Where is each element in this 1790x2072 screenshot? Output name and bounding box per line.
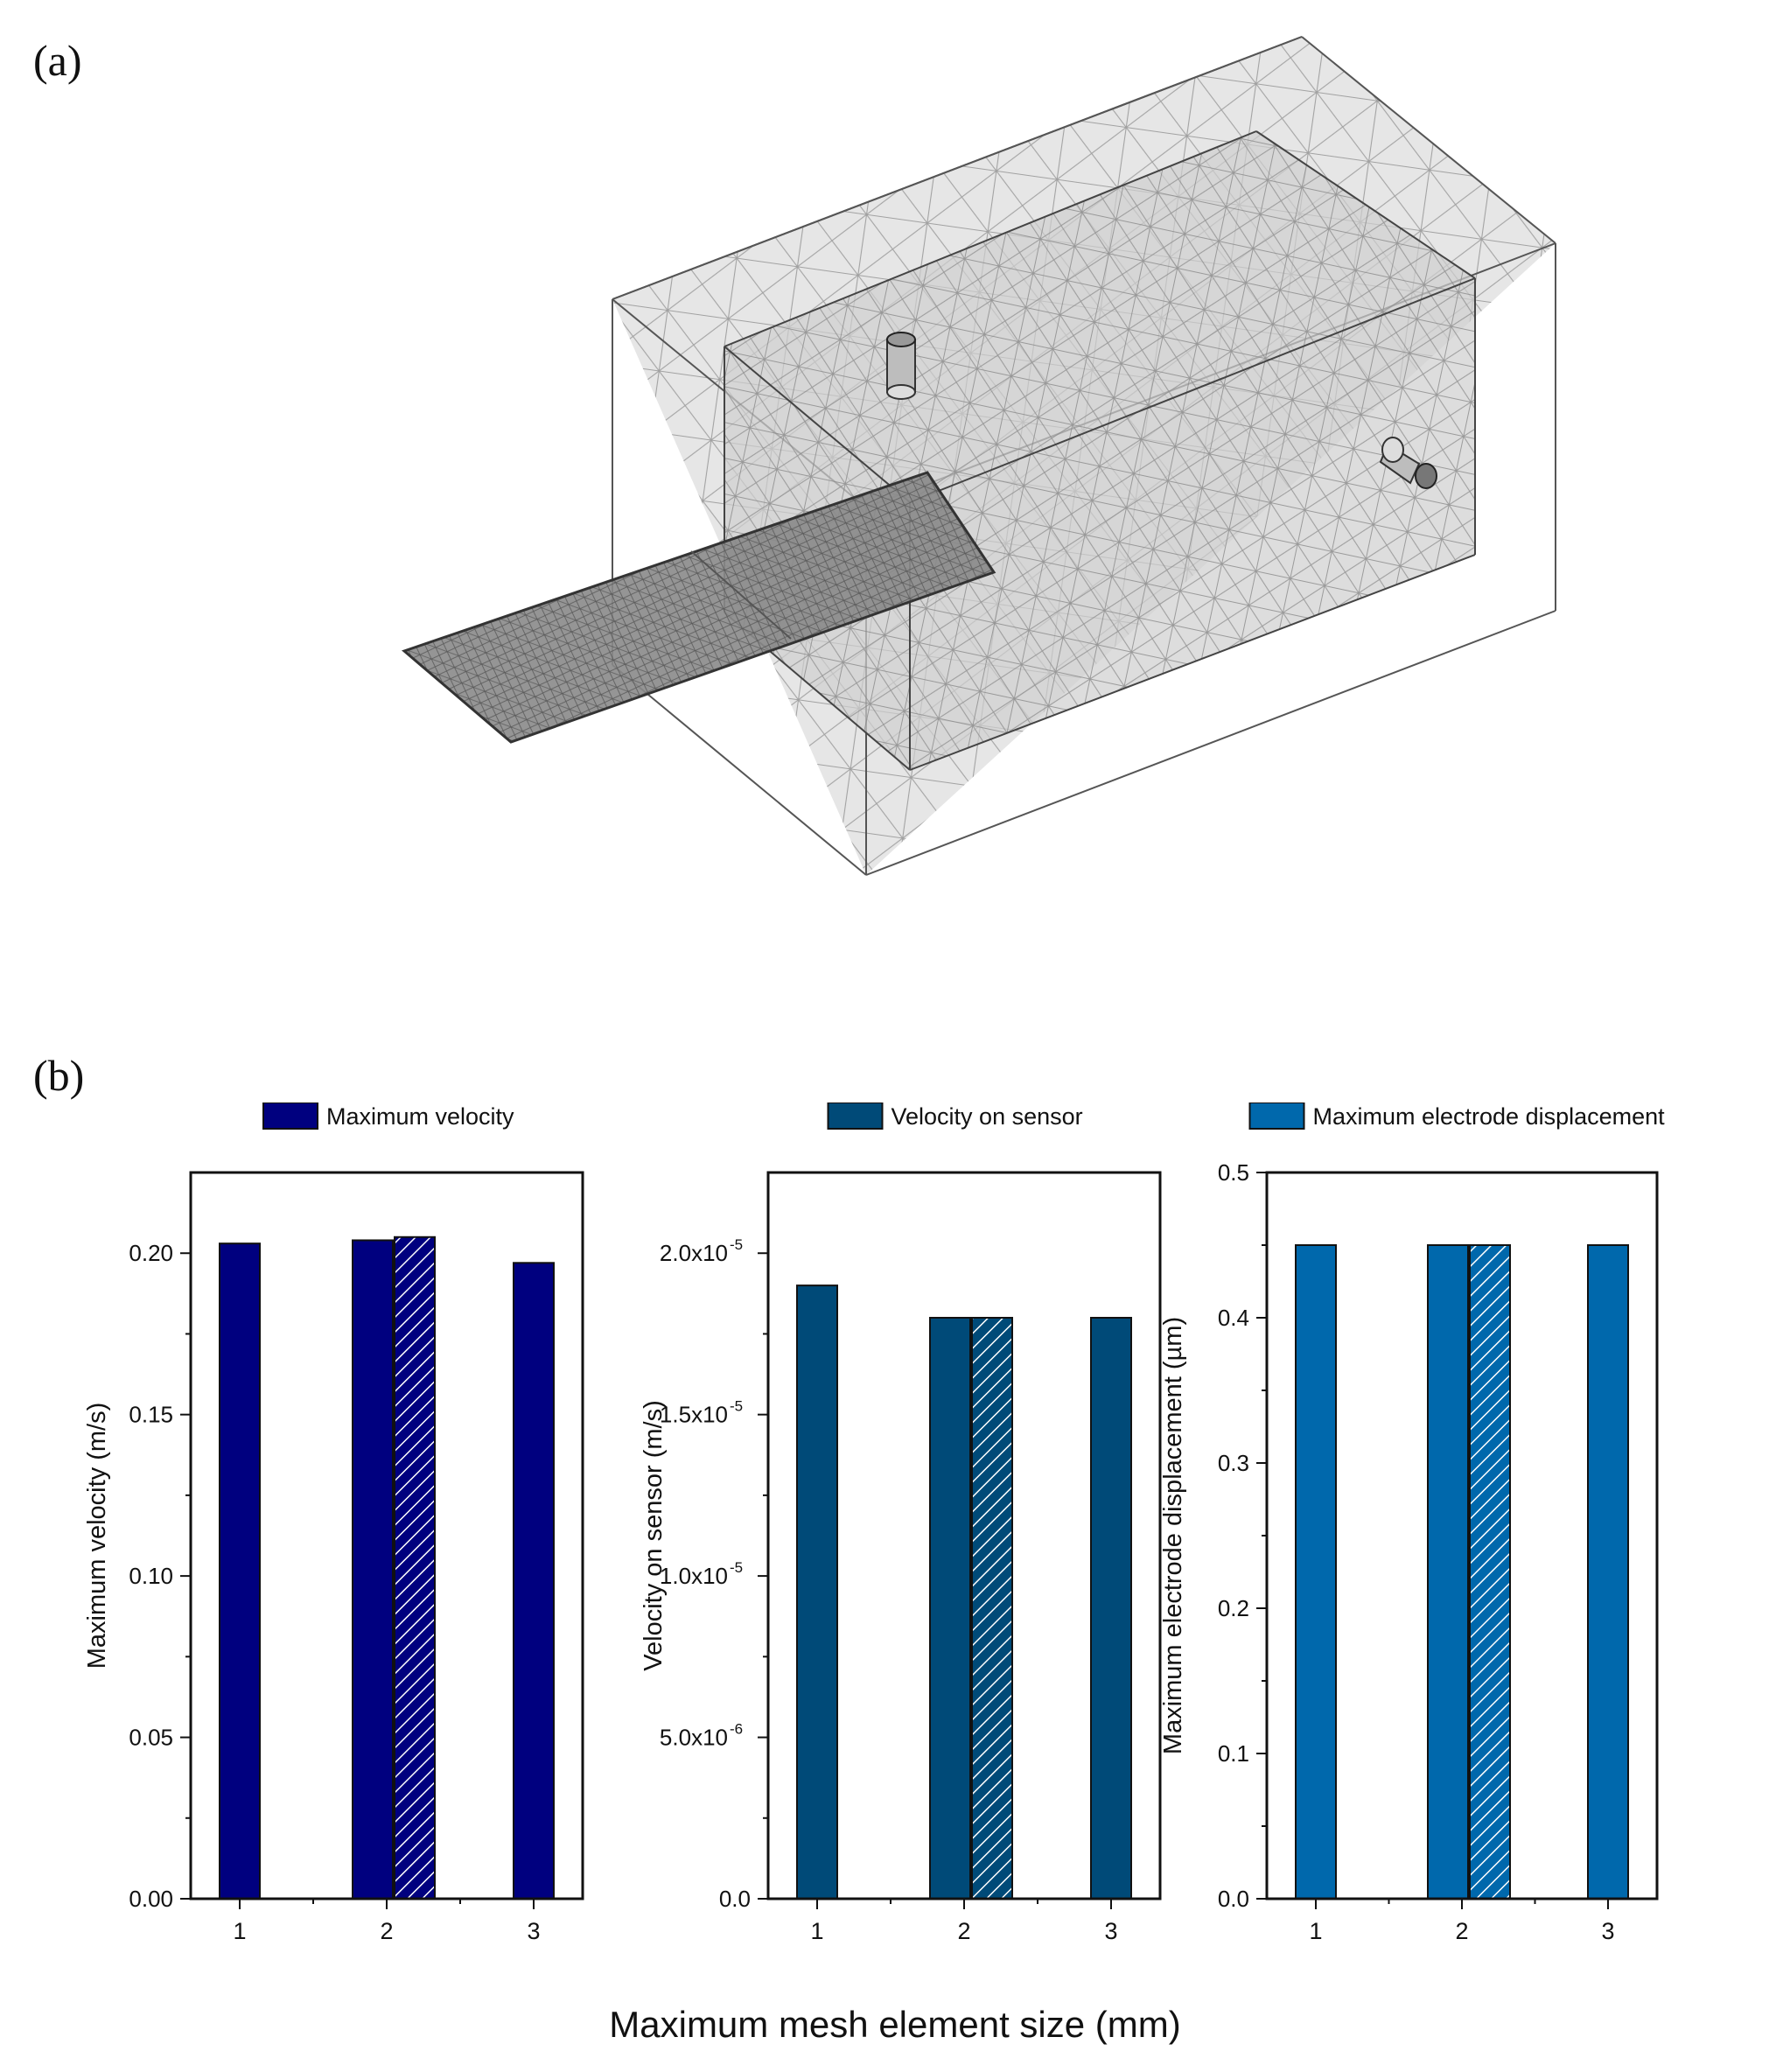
legend-swatch [1248,1102,1305,1130]
y-tick-label: 0.4 [1218,1305,1249,1331]
legend: Maximum velocity [262,1102,514,1130]
y-tick-label: 0.1 [1218,1740,1249,1767]
legend: Velocity on sensor [827,1102,1083,1130]
bar [929,1317,971,1900]
y-tick-label: 0.3 [1218,1450,1249,1476]
legend-label: Velocity on sensor [892,1103,1083,1130]
x-tick-label: 1 [810,1918,823,1944]
x-tick-label: 2 [1455,1918,1468,1944]
bar [219,1242,261,1900]
bar [1587,1244,1629,1900]
bar [1427,1244,1469,1900]
y-tick-label: 0.10 [129,1563,173,1589]
y-tick-label: 0.05 [129,1725,173,1751]
legend: Maximum electrode displacement [1248,1102,1666,1130]
x-tick-label: 2 [380,1918,393,1944]
legend-label: Maximum electrode displacement [1313,1103,1666,1130]
bar [352,1239,394,1900]
bar [1090,1317,1132,1900]
y-tick-label: 0.5 [1218,1159,1249,1186]
y-tick-label: 0.15 [129,1402,173,1428]
y-tick-label: 0.00 [129,1886,173,1912]
bar [1295,1244,1337,1900]
bar-hatched [394,1236,436,1900]
y-tick-label: 2.0x10 [660,1240,728,1266]
chart-1: Maximum velocity 0.00 0.05 0.10 0.15 0.20 1 2 3 M… [83,1102,584,1944]
bar [796,1284,838,1900]
y-tick-exponent: -5 [730,1398,743,1415]
x-tick-label: 3 [1601,1918,1614,1944]
y-axis-label: Maximum electrode displacement (µm) [1159,1317,1187,1754]
bar-hatched [971,1317,1013,1900]
legend-swatch [262,1102,318,1130]
y-tick-label: 0.0 [1218,1886,1249,1912]
electrode-sheet [402,471,996,744]
bar [513,1262,555,1900]
y-axis-label: Maximum velocity (m/s) [83,1403,111,1670]
legend-label: Maximum velocity [326,1103,514,1130]
y-axis-label: Velocity on sensor (m/s) [640,1400,668,1670]
mesh-illustration [402,36,1556,876]
y-tick-label: 1.0x10 [660,1563,728,1589]
y-tick-label: 5.0x10 [660,1725,728,1751]
x-tick-label: 3 [1104,1918,1117,1944]
x-tick-label: 1 [233,1918,246,1944]
x-tick-label: 2 [957,1918,970,1944]
shared-x-axis-label: Maximum mesh element size (mm) [609,2004,1181,2045]
inlet-cylinder [886,332,916,400]
y-tick-label: 0.0 [719,1886,751,1912]
chart-3: Maximum electrode displacement 0.0 0.1 0.2 0… [1159,1102,1665,1944]
x-tick-label: 1 [1309,1918,1322,1944]
y-tick-exponent: -5 [730,1236,743,1253]
panel-label-a: (a) [33,36,82,85]
y-tick-label: 1.5x10 [660,1402,728,1428]
x-tick-label: 3 [527,1918,540,1944]
y-tick-exponent: -5 [730,1559,743,1576]
bar-hatched [1469,1244,1511,1900]
y-tick-exponent: -6 [730,1721,743,1738]
y-tick-label: 0.20 [129,1240,173,1266]
outlet-cylinder [1379,437,1437,489]
panel-label-b: (b) [33,1051,85,1100]
legend-swatch [827,1102,884,1130]
inner-domain-box [724,130,1476,771]
y-tick-label: 0.2 [1218,1595,1249,1621]
chart-2: Velocity on sensor0.05.0x10-61.0x10-51.5… [640,1102,1162,1944]
